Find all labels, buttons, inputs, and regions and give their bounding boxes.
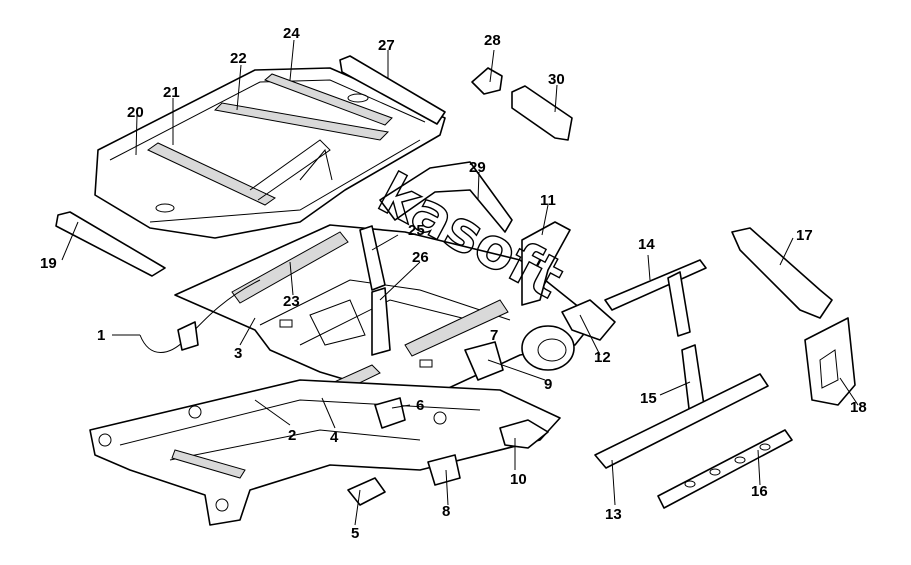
floor-rail <box>404 299 509 357</box>
callout-12: 12 <box>594 349 611 366</box>
callout-4: 4 <box>330 429 339 446</box>
callout-7: 7 <box>490 327 498 344</box>
callout-30: 30 <box>548 71 565 88</box>
pillar-upper <box>359 225 386 291</box>
mount-bracket-10 <box>499 419 549 449</box>
mount-bracket-5 <box>347 477 386 506</box>
callout-14: 14 <box>638 236 655 253</box>
rear-quarter-panel <box>804 317 856 406</box>
callout-11: 11 <box>540 192 556 209</box>
callout-17: 17 <box>796 227 813 244</box>
cross-bar-post <box>667 271 691 337</box>
rocker-holes <box>684 443 771 488</box>
callout-25: 25 <box>408 222 425 239</box>
callout-28: 28 <box>484 32 501 49</box>
callout-6: 6 <box>416 397 424 414</box>
callout-24: 24 <box>283 25 300 42</box>
callout-18: 18 <box>850 399 867 416</box>
callout-10: 10 <box>510 471 527 488</box>
callout-5: 5 <box>351 525 359 542</box>
callout-20: 20 <box>127 104 144 121</box>
quarter-pillar <box>521 221 571 306</box>
side-sill <box>594 373 769 469</box>
callout-15: 15 <box>640 390 657 407</box>
callout-9: 9 <box>544 376 552 393</box>
mount-bracket-6 <box>374 397 406 429</box>
tub-bracket <box>561 299 616 341</box>
leader-lines <box>61 39 859 526</box>
callout-26: 26 <box>412 249 429 266</box>
rocker-panel <box>657 429 793 509</box>
roof-panel <box>94 67 446 239</box>
rear-cross-bar <box>604 259 707 311</box>
callout-13: 13 <box>605 506 622 523</box>
callout-22: 22 <box>230 50 247 67</box>
callout-1: 1 <box>97 327 105 344</box>
roof-rail <box>339 55 446 125</box>
callout-8: 8 <box>442 503 450 520</box>
mount-bracket-8 <box>427 454 461 486</box>
callout-2: 2 <box>288 427 296 444</box>
callout-23: 23 <box>283 293 300 310</box>
rear-quarter-rail <box>731 227 833 319</box>
callout-3: 3 <box>234 345 242 362</box>
harness-connector <box>177 321 199 351</box>
chassis-frame <box>89 379 561 526</box>
callout-29: 29 <box>469 159 486 176</box>
callout-21: 21 <box>163 84 180 101</box>
callout-27: 27 <box>378 37 395 54</box>
small-panel <box>511 85 573 141</box>
small-bracket <box>471 67 503 95</box>
small-block <box>464 341 504 381</box>
callout-16: 16 <box>751 483 768 500</box>
header-panel <box>55 211 166 277</box>
callout-19: 19 <box>40 255 57 272</box>
callout-labels: 1 2 3 4 5 6 8 9 10 11 12 13 14 15 16 17 … <box>40 25 867 542</box>
pillar-lower <box>371 287 391 356</box>
